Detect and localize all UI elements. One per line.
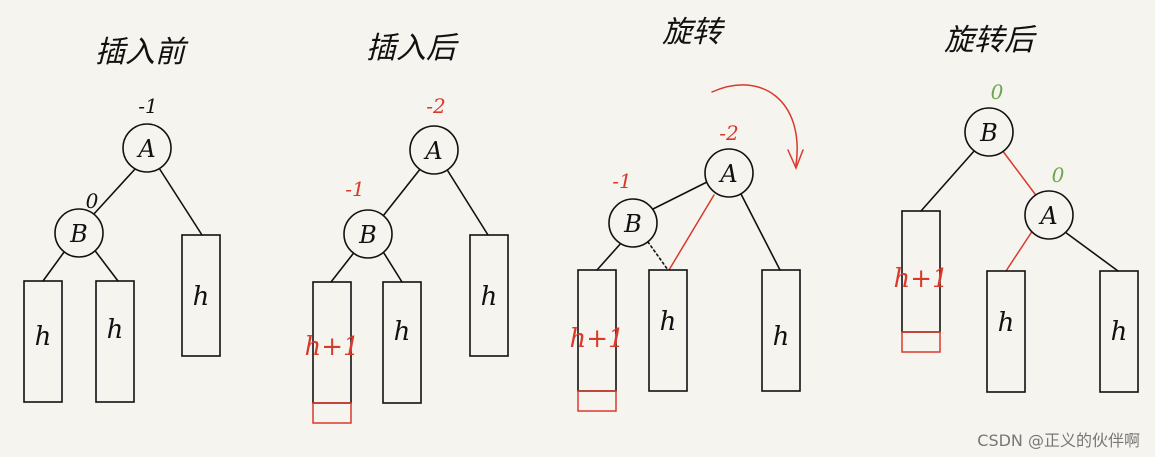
node-root: [122, 123, 172, 173]
edge-a-middle-new: [668, 194, 715, 271]
child-balance-factor: 0: [1052, 163, 1065, 187]
subtree-right: [181, 234, 221, 357]
panel-after-rotation: 旋转后 B 0 A 0 h+1 h h: [893, 23, 1139, 393]
node-root: [964, 107, 1014, 157]
subtree-right-label: h: [193, 282, 210, 312]
subtree-left-label: h+1: [304, 332, 359, 362]
edge-b-a: [1001, 149, 1039, 199]
node-root: [704, 148, 754, 198]
watermark: CSDN @正义的伙伴啊: [977, 431, 1140, 450]
node-root-label: A: [423, 137, 442, 165]
subtree-right: [469, 234, 509, 357]
edge-b-left: [42, 247, 68, 282]
edge-a-right: [1064, 231, 1119, 272]
edge-a-b: [652, 181, 708, 210]
subtree-middle-label: h: [107, 315, 124, 345]
subtree-middle: [382, 281, 422, 404]
node-child: [608, 198, 658, 248]
node-root-label: B: [979, 119, 998, 147]
node-child-label: B: [623, 210, 642, 238]
root-balance-factor: -2: [719, 121, 738, 145]
subtree-middle-label: h: [998, 308, 1015, 338]
edge-a-right: [445, 167, 489, 236]
panel-before-insert: 插入前 A -1 B 0 h h h: [23, 35, 221, 403]
subtree-right-label: h: [773, 322, 790, 352]
child-balance-factor: -1: [612, 169, 631, 193]
subtree-middle: [95, 280, 135, 403]
node-child-label: B: [358, 221, 377, 249]
panel-title: 旋转: [662, 15, 726, 50]
edge-b-left: [596, 241, 623, 271]
panel-title: 插入前: [95, 35, 189, 70]
root-balance-factor: -2: [426, 94, 445, 118]
edge-a-b: [382, 167, 422, 217]
rotation-arrow-head: [787, 149, 804, 170]
subtree-right-label: h: [481, 282, 498, 312]
node-child-label: B: [69, 220, 88, 248]
node-root-label: A: [718, 160, 737, 188]
edge-a-b: [92, 167, 137, 216]
root-balance-factor: -1: [138, 94, 157, 118]
node-child: [343, 209, 393, 259]
panel-title: 插入后: [366, 31, 459, 66]
edge-b-right: [381, 249, 403, 283]
subtree-left-label: h+1: [893, 264, 948, 294]
subtree-middle: [648, 269, 688, 392]
edge-a-right: [158, 167, 203, 236]
edge-b-right: [92, 247, 119, 282]
panel-title: 旋转后: [944, 23, 1037, 58]
panel-rotation: 旋转 A -2 B -1 h+1 h h: [569, 15, 804, 412]
child-balance-factor: -1: [345, 177, 364, 201]
child-balance-factor: 0: [86, 189, 99, 213]
root-balance-factor: 0: [991, 80, 1004, 104]
subtree-middle-label: h: [660, 307, 677, 337]
inserted-level: [312, 402, 352, 424]
subtree-middle: [986, 270, 1026, 393]
node-root: [409, 125, 459, 175]
edge-b-left: [330, 249, 357, 283]
subtree-right: [761, 269, 801, 392]
edge-a-right: [740, 193, 781, 271]
edge-a-left-new: [1005, 229, 1034, 272]
subtree-left-label: h+1: [569, 324, 624, 354]
node-child-label: A: [1038, 202, 1057, 230]
subtree-left-label: h: [35, 322, 52, 352]
subtree-right-label: h: [1111, 317, 1128, 347]
rotation-arrow: [711, 84, 798, 166]
inserted-level: [577, 390, 617, 412]
node-child: [54, 208, 104, 258]
node-child: [1024, 190, 1074, 240]
subtree-middle-label: h: [394, 317, 411, 347]
subtree-right: [1099, 270, 1139, 393]
subtree-left: [23, 280, 63, 403]
node-root-label: A: [136, 135, 155, 163]
edge-b-left: [920, 149, 976, 212]
panel-after-insert: 插入后 A -2 B -1 h+1 h h: [304, 31, 509, 424]
edge-b-middle-old: [647, 241, 669, 271]
inserted-level: [901, 331, 941, 353]
